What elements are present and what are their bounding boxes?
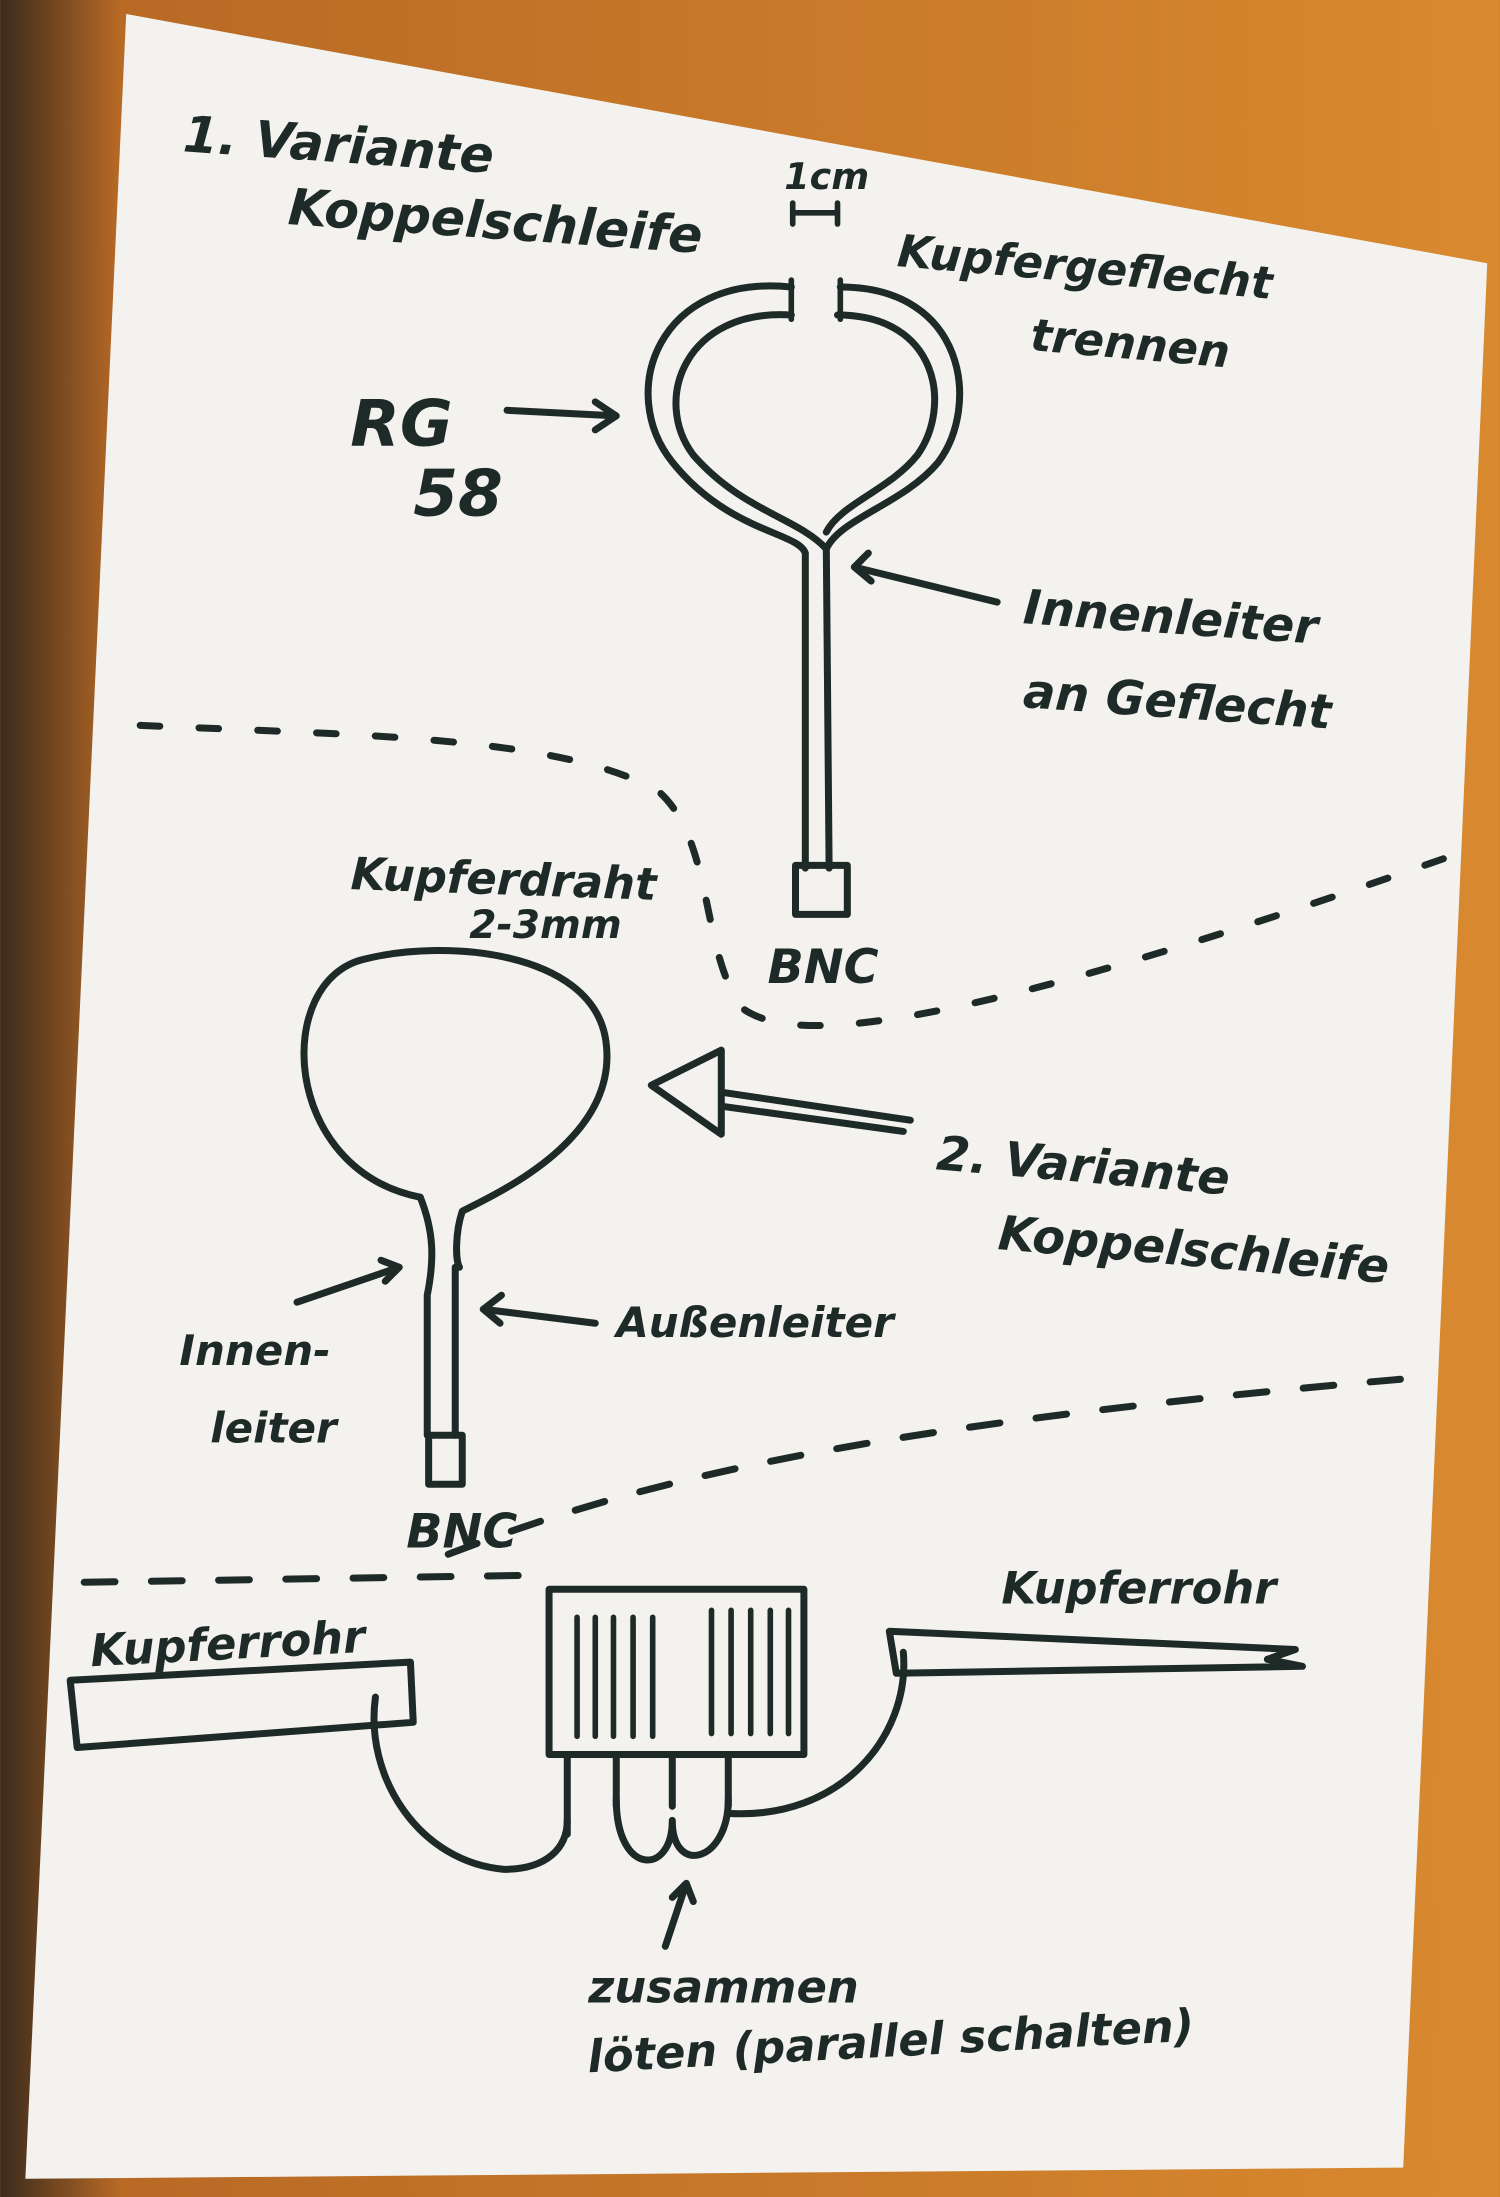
inner-conductor-label: Innen- xyxy=(179,1326,330,1375)
cable-type: RG xyxy=(350,386,452,461)
radiator xyxy=(545,1585,808,1759)
variant1-coupling-loop xyxy=(503,200,1001,918)
inner-conductor-label-2: leiter xyxy=(210,1403,339,1452)
separator-3 xyxy=(80,1571,536,1586)
cable-type-2: 58 xyxy=(413,456,503,531)
variant2-coupling-loop xyxy=(293,947,914,1488)
copper-pipe-right xyxy=(885,1627,1306,1677)
bnc-label-2: BNC xyxy=(406,1504,517,1559)
wire-note: Kupferdraht xyxy=(350,847,659,911)
bnc-connector-1 xyxy=(792,861,851,918)
solder-note: zusammen xyxy=(587,1960,859,2013)
bnc-connector-2 xyxy=(425,1431,466,1488)
copper-pipe-left xyxy=(66,1658,417,1752)
bnc-label-1: BNC xyxy=(768,940,879,995)
radiator-coupling xyxy=(66,1585,1306,1950)
gap-label: 1cm xyxy=(784,155,869,198)
separator-2 xyxy=(444,1375,1404,1558)
outer-conductor-label: Außenleiter xyxy=(613,1298,896,1347)
pipe-right-label: Kupferrohr xyxy=(1001,1561,1279,1614)
wire-gauge: 2-3mm xyxy=(469,903,621,948)
